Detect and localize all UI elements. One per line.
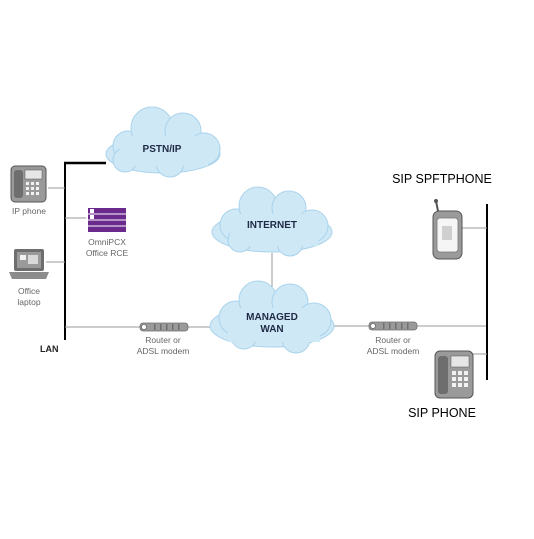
softphone-icon — [432, 199, 463, 260]
laptop-icon — [9, 249, 49, 279]
internet-cloud — [211, 186, 333, 257]
right-router-label-line2: ADSL modem — [367, 346, 420, 356]
managed-wan-label-line1: MANAGED — [246, 312, 298, 323]
pstn-cloud-label: PSTN/IP — [143, 144, 182, 155]
managed-wan-label-line2: WAN — [260, 324, 283, 335]
omnipcx-label-line2: Office RCE — [86, 248, 129, 258]
router-icon — [139, 322, 189, 332]
router-icon — [368, 321, 418, 331]
sip-phone-label: SIP PHONE — [408, 406, 476, 420]
left-router-label-line2: ADSL modem — [137, 346, 190, 356]
left-router-label-line1: Router or — [145, 335, 181, 345]
lan-label: LAN — [40, 344, 59, 354]
internet-cloud-label: INTERNET — [247, 220, 297, 231]
ip-phone-icon — [10, 165, 47, 203]
managed-wan-cloud — [209, 280, 335, 354]
pstn-cloud — [105, 106, 221, 178]
laptop-label-line2: laptop — [17, 297, 40, 307]
pbx-icon — [88, 208, 126, 232]
omnipcx-label-line1: OmniPCX — [88, 237, 126, 247]
right-router-label-line1: Router or — [375, 335, 411, 345]
ip-phone-label: IP phone — [12, 206, 46, 216]
softphone-label: SIP SPFTPHONE — [392, 172, 492, 186]
sip-phone-icon — [434, 350, 474, 399]
laptop-label-line1: Office — [18, 286, 40, 296]
